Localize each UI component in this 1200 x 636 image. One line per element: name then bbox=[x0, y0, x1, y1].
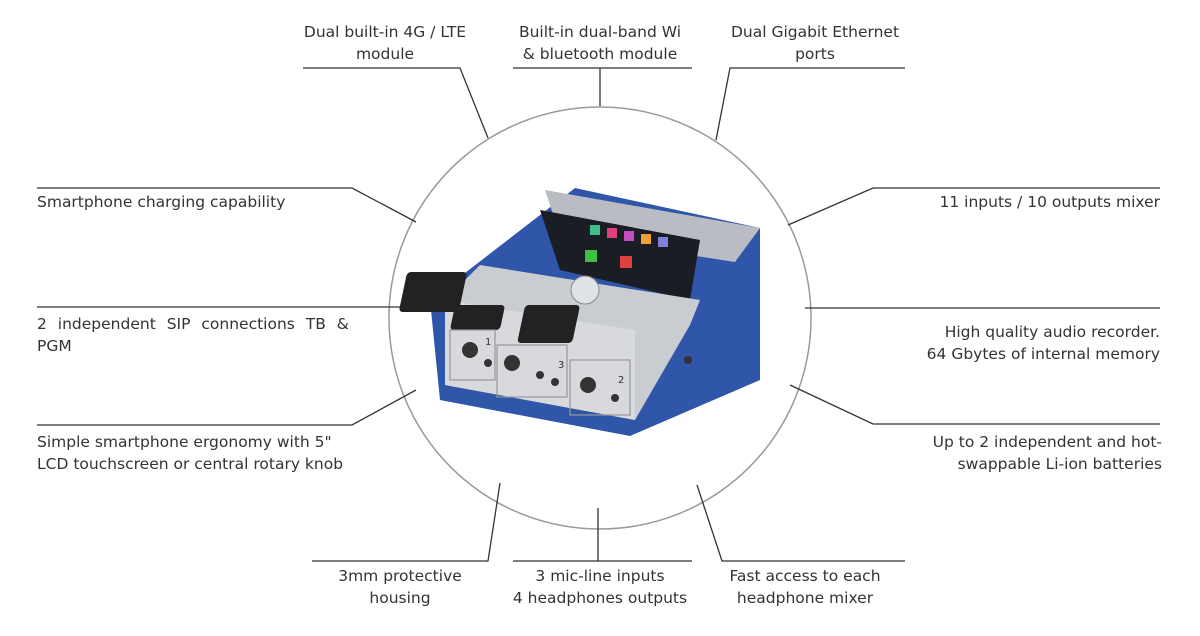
line-bottom-left bbox=[312, 482, 501, 562]
feature-smartphone-charging: Smartphone charging capability bbox=[37, 191, 357, 213]
feature-ergonomy: Simple smartphone ergonomy with 5" LCD t… bbox=[37, 431, 377, 475]
feature-4g-lte: Dual built-in 4G / LTE module bbox=[270, 21, 500, 65]
feature-line: LCD touchscreen or central rotary knob bbox=[37, 455, 344, 473]
feature-line: Fast access to each bbox=[729, 567, 881, 585]
feature-line: Dual Gigabit Ethernet bbox=[730, 23, 900, 41]
channel-number: 2 bbox=[618, 375, 624, 386]
feature-headphone-mixer: Fast access to each headphone mixer bbox=[705, 565, 905, 609]
feature-line: Dual built-in 4G / LTE bbox=[303, 23, 467, 41]
channel-number: 1 bbox=[485, 337, 491, 348]
line-right-1 bbox=[787, 187, 1160, 226]
line-right-3 bbox=[789, 384, 1160, 425]
line-left-1 bbox=[37, 187, 417, 223]
feature-line: High quality audio recorder. bbox=[944, 323, 1160, 341]
feature-line: Smartphone charging capability bbox=[37, 193, 286, 211]
feature-line: swappable Li-ion batteries bbox=[957, 455, 1162, 473]
feature-line: Simple smartphone ergonomy with 5" bbox=[37, 433, 332, 451]
feature-line: Built-in dual-band Wi bbox=[518, 23, 682, 41]
feature-sip-connections: 2 independent SIP connections TB & PGM bbox=[37, 313, 355, 357]
feature-line: housing bbox=[369, 589, 431, 607]
feature-inputs-outputs: 3 mic-line inputs 4 headphones outputs bbox=[495, 565, 705, 609]
feature-line: headphone mixer bbox=[736, 589, 874, 607]
feature-line: 11 inputs / 10 outputs mixer bbox=[939, 193, 1160, 211]
feature-line: 64 Gbytes of internal memory bbox=[926, 345, 1160, 363]
feature-line: 3mm protective bbox=[338, 567, 462, 585]
feature-recorder: High quality audio recorder. 64 Gbytes o… bbox=[860, 321, 1160, 365]
feature-line: 3 mic-line inputs bbox=[535, 567, 665, 585]
feature-housing: 3mm protective housing bbox=[300, 565, 500, 609]
device-image: 1 3 2 bbox=[399, 188, 760, 436]
feature-line: PGM bbox=[37, 337, 72, 355]
feature-line: & bluetooth module bbox=[522, 45, 678, 63]
channel-number: 3 bbox=[558, 360, 564, 371]
line-top-right bbox=[715, 67, 905, 141]
feature-line: module bbox=[355, 45, 415, 63]
feature-wifi-bluetooth: Built-in dual-band Wi & bluetooth module bbox=[495, 21, 705, 65]
line-left-3 bbox=[37, 389, 417, 426]
feature-line: 4 headphones outputs bbox=[512, 589, 688, 607]
feature-mixer: 11 inputs / 10 outputs mixer bbox=[860, 191, 1160, 213]
feature-line: 2 independent SIP connections TB & bbox=[37, 315, 349, 333]
feature-batteries: Up to 2 independent and hot- swappable L… bbox=[860, 431, 1162, 475]
feature-ethernet: Dual Gigabit Ethernet ports bbox=[715, 21, 915, 65]
line-bottom-right bbox=[696, 484, 905, 562]
feature-line: ports bbox=[795, 45, 835, 63]
line-top-left bbox=[303, 67, 489, 139]
feature-line: Up to 2 independent and hot- bbox=[932, 433, 1162, 451]
